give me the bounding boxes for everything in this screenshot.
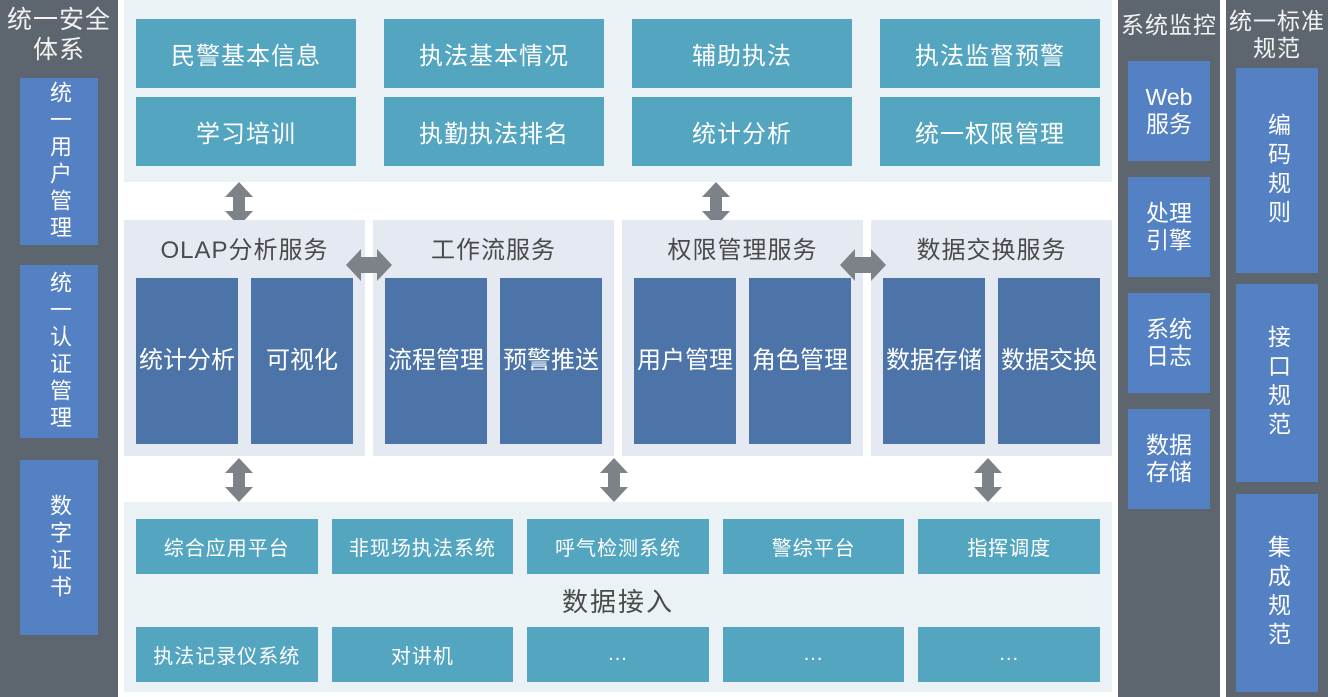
standard-column: 统一标准规范 编码规则 接口规范 集成规范 — [1226, 0, 1328, 697]
service-box-line: 角色 — [752, 346, 800, 374]
app-box-police-basic-info[interactable]: 民警基本信息 — [136, 19, 356, 88]
service-box-line: 存储 — [934, 346, 982, 374]
monitor-item-data-storage[interactable]: 数据 存储 — [1128, 409, 1210, 510]
service-box-visualization[interactable]: 可视化 — [251, 278, 353, 444]
service-panel-permission-boxes: 用户 管理 角色 管理 — [634, 278, 851, 444]
arrow-workflow-to-data-icon — [600, 458, 628, 502]
service-box-data-storage[interactable]: 数据 存储 — [883, 278, 985, 444]
data-box-more-3[interactable]: ... — [918, 627, 1100, 682]
data-box-walkie-talkie[interactable]: 对讲机 — [331, 627, 514, 682]
service-box-alert-push[interactable]: 预警 推送 — [500, 278, 602, 444]
service-panel-permission-title: 权限管理服务 — [667, 237, 818, 264]
app-box-enforcement-alert[interactable]: 执法监督预警 — [880, 19, 1100, 88]
service-box-role-management[interactable]: 角色 管理 — [749, 278, 851, 444]
monitor-column-title: 系统监控 — [1121, 12, 1217, 38]
app-box-enforcement-basics[interactable]: 执法基本情况 — [384, 19, 604, 88]
service-box-line: 可视化 — [266, 346, 338, 374]
data-access-band: 综合应用平台 非现场执法系统 呼气检测系统 警综平台 指挥调度 数据接入 执法记… — [124, 502, 1112, 692]
service-box-line: 推送 — [551, 346, 599, 374]
service-panel-workflow-boxes: 流程 管理 预警 推送 — [385, 278, 602, 444]
service-panel-data-exchange-boxes: 数据 存储 数据 交换 — [883, 278, 1100, 444]
service-box-line: 分析 — [187, 346, 235, 374]
data-box-remote-enforcement[interactable]: 非现场执法系统 — [331, 519, 514, 574]
app-box-assisted-enforcement[interactable]: 辅助执法 — [632, 19, 852, 88]
arrow-apps-to-olap-icon — [225, 182, 253, 226]
standard-item-interface-spec[interactable]: 接口规范 — [1236, 284, 1318, 483]
monitor-item-system-log[interactable]: 系统 日志 — [1128, 293, 1210, 394]
monitor-item-line: Web — [1145, 83, 1193, 110]
monitor-item-line: 系统 — [1146, 315, 1192, 342]
data-access-row-1: 综合应用平台 非现场执法系统 呼气检测系统 警综平台 指挥调度 — [136, 519, 1100, 574]
service-box-line: 管理 — [685, 346, 733, 374]
arrow-permission-to-data-exchange-icon — [840, 249, 886, 281]
standard-item-integration-spec[interactable]: 集成规范 — [1236, 494, 1318, 693]
data-box-more-2[interactable]: ... — [722, 627, 905, 682]
data-box-more-1[interactable]: ... — [527, 627, 709, 682]
service-box-line: 统计 — [139, 346, 187, 374]
monitor-item-line: 处理 — [1146, 199, 1192, 226]
service-box-line: 管理 — [800, 346, 848, 374]
service-box-data-exchange[interactable]: 数据 交换 — [998, 278, 1100, 444]
data-box-police-platform[interactable]: 警综平台 — [722, 519, 905, 574]
service-panel-olap: OLAP分析服务 统计 分析 可视化 — [124, 220, 365, 456]
service-box-line: 管理 — [436, 346, 484, 374]
monitor-item-line: 引擎 — [1146, 227, 1192, 254]
security-item-user-management[interactable]: 统一用户管理 — [20, 78, 98, 245]
monitor-item-processing-engine[interactable]: 处理 引擎 — [1128, 177, 1210, 278]
service-panel-data-exchange: 数据交换服务 数据 存储 数据 交换 — [871, 220, 1112, 456]
app-box-duty-ranking[interactable]: 执勤执法排名 — [384, 97, 604, 166]
monitor-column: 系统监控 Web 服务 处理 引擎 系统 日志 数据 存储 — [1118, 0, 1220, 697]
service-box-line: 用户 — [637, 346, 685, 374]
security-item-auth-management[interactable]: 统一认证管理 — [20, 265, 98, 438]
service-box-line: 交换 — [1049, 346, 1097, 374]
service-box-line: 流程 — [388, 346, 436, 374]
application-layer-band: 民警基本信息 执法基本情况 辅助执法 执法监督预警 学习培训 执勤执法排名 统计… — [124, 0, 1112, 182]
security-item-digital-certificate[interactable]: 数字证书 — [20, 460, 98, 635]
arrow-olap-to-workflow-icon — [346, 249, 392, 281]
app-box-statistical-analysis[interactable]: 统计分析 — [632, 97, 852, 166]
service-box-statistical-analysis[interactable]: 统计 分析 — [136, 278, 238, 444]
service-box-user-management[interactable]: 用户 管理 — [634, 278, 736, 444]
standard-column-title: 统一标准规范 — [1229, 8, 1325, 62]
monitor-item-line: 数据 — [1146, 431, 1192, 458]
data-box-body-camera[interactable]: 执法记录仪系统 — [136, 627, 318, 682]
service-panel-olap-title: OLAP分析服务 — [160, 237, 329, 264]
data-access-label: 数据接入 — [561, 587, 674, 617]
service-layer-band: OLAP分析服务 统计 分析 可视化 工作流服务 流程 管理 — [124, 220, 1112, 456]
data-box-breath-test[interactable]: 呼气检测系统 — [527, 519, 709, 574]
security-column: 统一安全体系 统一用户管理 统一认证管理 数字证书 — [0, 0, 118, 697]
standard-item-coding-rules[interactable]: 编码规则 — [1236, 68, 1318, 274]
service-box-line: 数据 — [886, 346, 934, 374]
service-panel-data-exchange-title: 数据交换服务 — [916, 237, 1067, 264]
data-box-integrated-platform[interactable]: 综合应用平台 — [136, 519, 318, 574]
data-access-row-2: 执法记录仪系统 对讲机 ... ... ... — [136, 627, 1100, 682]
service-panel-workflow: 工作流服务 流程 管理 预警 推送 — [373, 220, 614, 456]
app-box-training[interactable]: 学习培训 — [136, 97, 356, 166]
app-box-unified-permission[interactable]: 统一权限管理 — [880, 97, 1100, 166]
service-panel-permission: 权限管理服务 用户 管理 角色 管理 — [622, 220, 863, 456]
arrow-apps-to-permission-icon — [702, 182, 730, 226]
security-column-title: 统一安全体系 — [6, 6, 111, 64]
monitor-item-line: 服务 — [1145, 111, 1192, 138]
service-box-line: 数据 — [1001, 346, 1049, 374]
monitor-item-line: 存储 — [1146, 459, 1192, 486]
service-panel-workflow-title: 工作流服务 — [431, 237, 556, 264]
arrow-olap-to-data-icon — [225, 458, 253, 502]
application-layer-grid: 民警基本信息 执法基本情况 辅助执法 执法监督预警 学习培训 执勤执法排名 统计… — [136, 19, 1100, 166]
monitor-item-web-service[interactable]: Web 服务 — [1128, 61, 1210, 162]
data-box-command-dispatch[interactable]: 指挥调度 — [918, 519, 1100, 574]
service-box-line: 预警 — [503, 346, 551, 374]
service-box-process-management[interactable]: 流程 管理 — [385, 278, 487, 444]
main-area: 民警基本信息 执法基本情况 辅助执法 执法监督预警 学习培训 执勤执法排名 统计… — [124, 0, 1112, 697]
arrow-data-exchange-to-data-icon — [974, 458, 1002, 502]
service-panel-olap-boxes: 统计 分析 可视化 — [136, 278, 353, 444]
monitor-item-line: 日志 — [1146, 343, 1192, 370]
